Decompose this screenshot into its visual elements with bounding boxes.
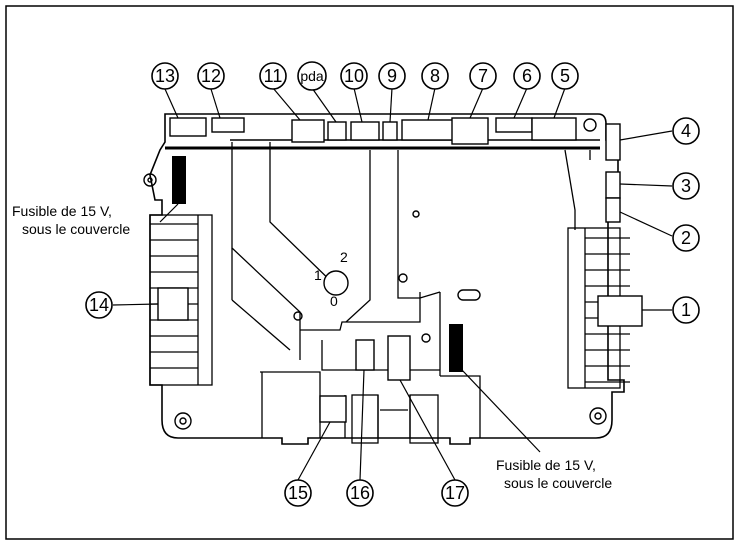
callout-11: [259, 62, 287, 90]
connector-pda: [327, 121, 347, 141]
fuse-bottom-annotation: Fusible de 15 V, sous le couvercle: [496, 457, 612, 491]
callout-label-13: 13: [155, 66, 175, 86]
callout-4: [672, 117, 700, 145]
component-17: [387, 335, 411, 381]
connector-2: [605, 197, 621, 223]
callout-label-8: 8: [430, 66, 440, 86]
callout-label-pda: pda: [300, 68, 324, 84]
fuse-left-annotation: Fusible de 15 V, sous le couvercle: [12, 203, 130, 237]
callout-1: [672, 296, 700, 324]
fuse-bottom-line1: Fusible de 15 V,: [496, 457, 596, 473]
leader-lines: [112, 87, 673, 481]
callout-pda: [297, 61, 327, 91]
board-channels: [231, 142, 591, 444]
component-oval: [457, 289, 481, 301]
connector-6: [495, 117, 533, 133]
callout-label-16: 16: [350, 483, 370, 503]
callout-16: [346, 479, 374, 507]
fuse-bottom: [449, 324, 463, 372]
component-16: [355, 339, 375, 371]
connector-12: [211, 117, 245, 133]
mounting-holes: [143, 118, 607, 430]
callout-label-17: 17: [445, 483, 465, 503]
callout-labels: 13 12 11 pda 10 9 8 7 6 5 4 3 2 1 14 15 …: [89, 66, 691, 503]
connector-4: [605, 123, 621, 161]
callout-label-15: 15: [288, 483, 308, 503]
components: [157, 287, 643, 423]
callout-2: [672, 224, 700, 252]
callout-label-5: 5: [560, 66, 570, 86]
callout-9: [378, 62, 406, 90]
connector-10: [350, 121, 380, 141]
callout-5: [551, 62, 579, 90]
callout-17: [441, 479, 469, 507]
dial-label-1: 1: [314, 267, 322, 283]
connector-7: [451, 117, 489, 145]
top-connectors: [169, 117, 621, 223]
fuse-left-line2: sous le couvercle: [22, 221, 130, 237]
component-15: [319, 395, 347, 423]
callout-label-14: 14: [89, 295, 109, 315]
callout-12: [197, 62, 225, 90]
callout-label-11: 11: [264, 66, 283, 86]
component-14: [157, 287, 189, 321]
callout-label-4: 4: [681, 121, 691, 141]
callout-13: [151, 62, 179, 90]
connector-8: [401, 119, 455, 141]
fuse-left-line1: Fusible de 15 V,: [12, 203, 112, 219]
component-1: [597, 295, 643, 327]
callout-label-3: 3: [681, 176, 691, 196]
callout-label-6: 6: [522, 66, 532, 86]
connector-11: [291, 119, 325, 143]
fuse-left: [172, 156, 186, 204]
connector-3: [605, 171, 621, 199]
callout-3: [672, 172, 700, 200]
callout-label-9: 9: [387, 66, 397, 86]
connector-13: [169, 117, 207, 137]
dial-label-0: 0: [330, 293, 338, 309]
connector-5: [531, 117, 577, 141]
callout-14: [85, 291, 113, 319]
callout-6: [513, 62, 541, 90]
callout-label-12: 12: [201, 66, 221, 86]
dial-label-2: 2: [340, 249, 348, 265]
dial-knob: [323, 270, 349, 296]
callout-circles: [85, 61, 700, 507]
callout-10: [340, 62, 368, 90]
fuse-bottom-line2: sous le couvercle: [504, 475, 612, 491]
callout-8: [421, 62, 449, 90]
callout-label-10: 10: [344, 66, 364, 86]
callout-7: [469, 62, 497, 90]
callout-label-7: 7: [478, 66, 488, 86]
callout-label-1: 1: [681, 300, 691, 320]
callout-label-2: 2: [681, 228, 691, 248]
rotary-dial: 2 1 0: [314, 249, 349, 309]
connector-9: [382, 121, 398, 141]
callout-15: [284, 479, 312, 507]
